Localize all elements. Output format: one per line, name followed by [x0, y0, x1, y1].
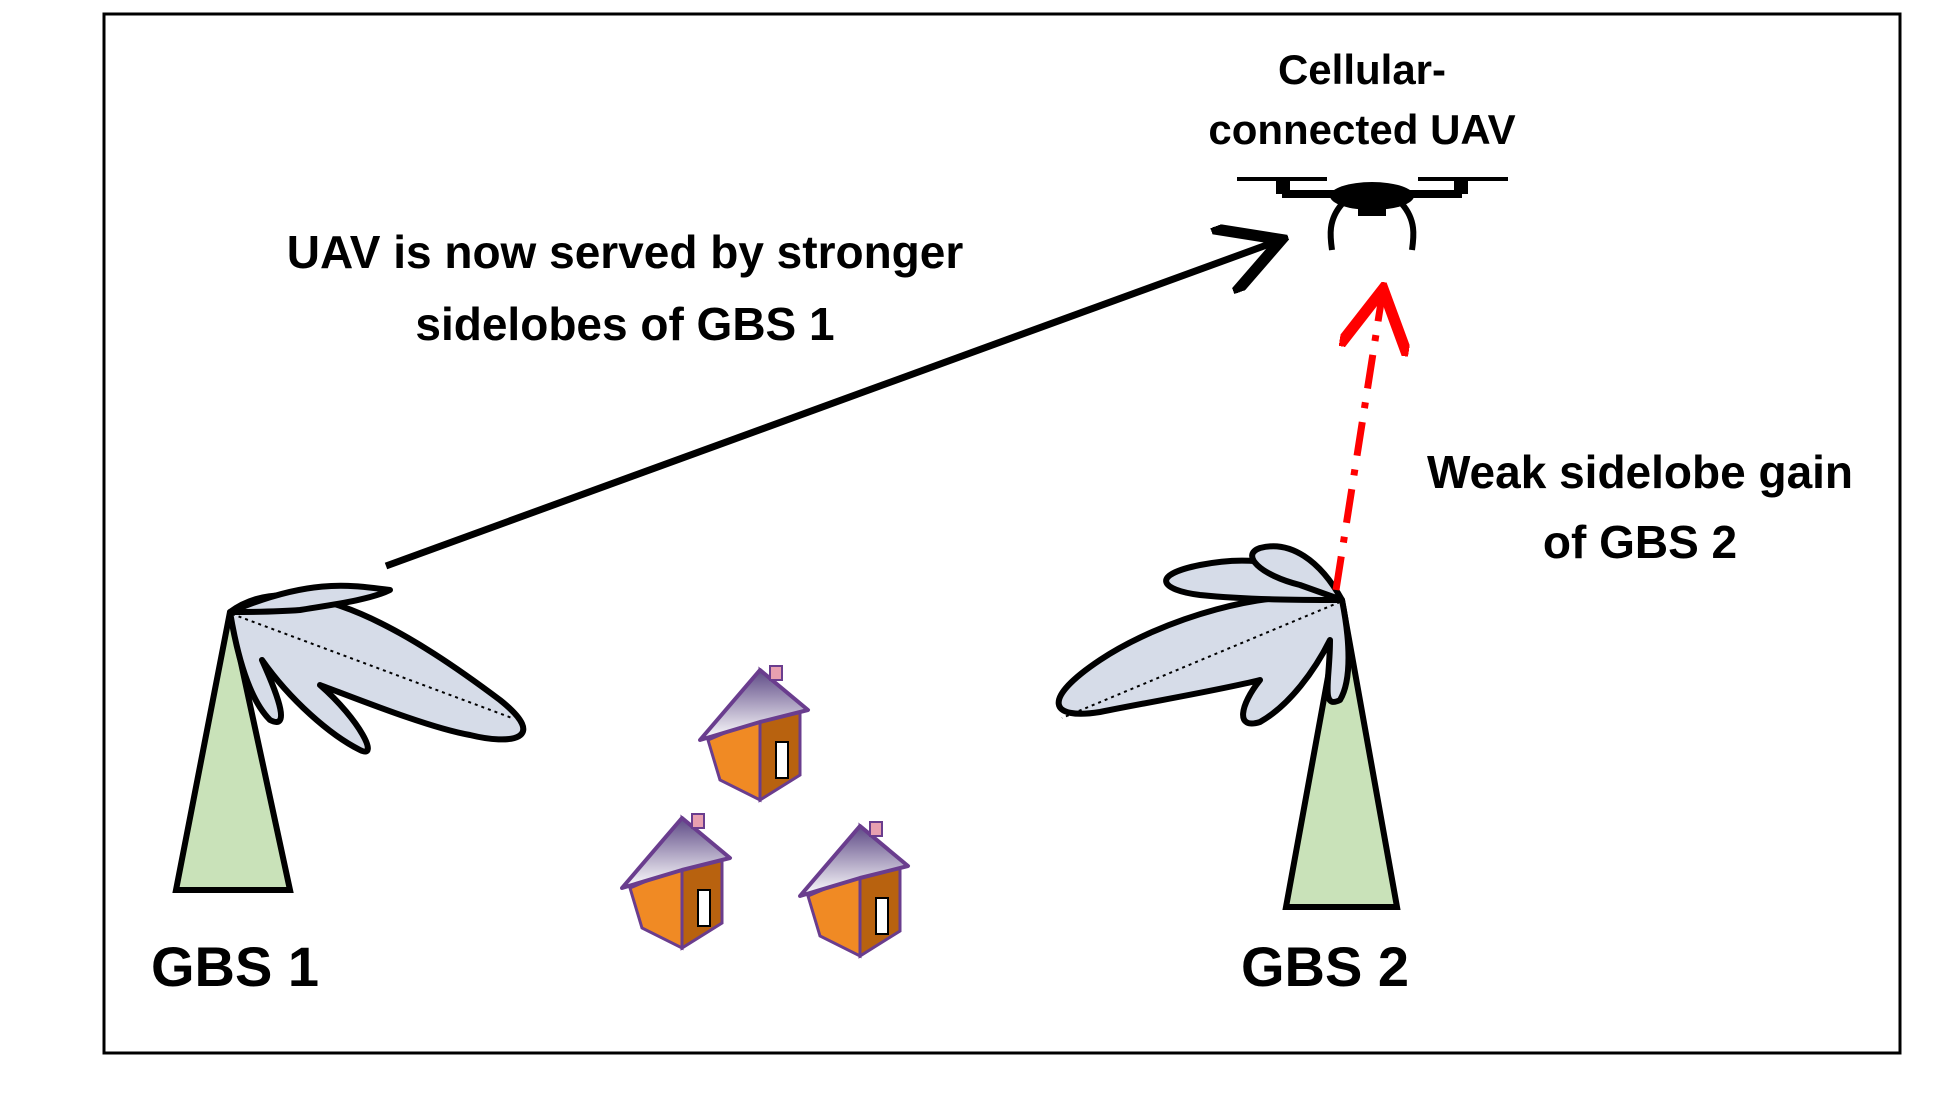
- gbs1-beam-pattern: [227, 582, 527, 755]
- house-icon: [620, 812, 732, 950]
- weak-sidelobe-link-arrow: [1332, 296, 1382, 591]
- house-icon: [798, 820, 910, 958]
- gbs2-tower: [1282, 599, 1401, 910]
- gbs2-beam-pattern: [1055, 543, 1352, 727]
- served-label-line1: UAV is now served by stronger: [287, 226, 964, 278]
- uav-label-line2: connected UAV: [1208, 106, 1515, 153]
- gbs1-label: GBS 1: [151, 935, 319, 998]
- gbs1-tower: [172, 611, 294, 893]
- gbs1-boresight-line: [231, 613, 513, 719]
- gbs2-boresight-line: [1061, 601, 1341, 719]
- house-icon: [698, 664, 810, 802]
- served-label-line2: sidelobes of GBS 1: [415, 298, 834, 350]
- strong-sidelobe-link-arrow: [384, 242, 1275, 570]
- uav-label-line1: Cellular-: [1278, 46, 1446, 93]
- weak-label-line1: Weak sidelobe gain: [1427, 446, 1853, 498]
- weak-label-line2: of GBS 2: [1543, 516, 1737, 568]
- diagram-border: [102, 12, 1902, 1055]
- drone-icon: [1237, 177, 1508, 251]
- gbs2-label: GBS 2: [1241, 935, 1409, 998]
